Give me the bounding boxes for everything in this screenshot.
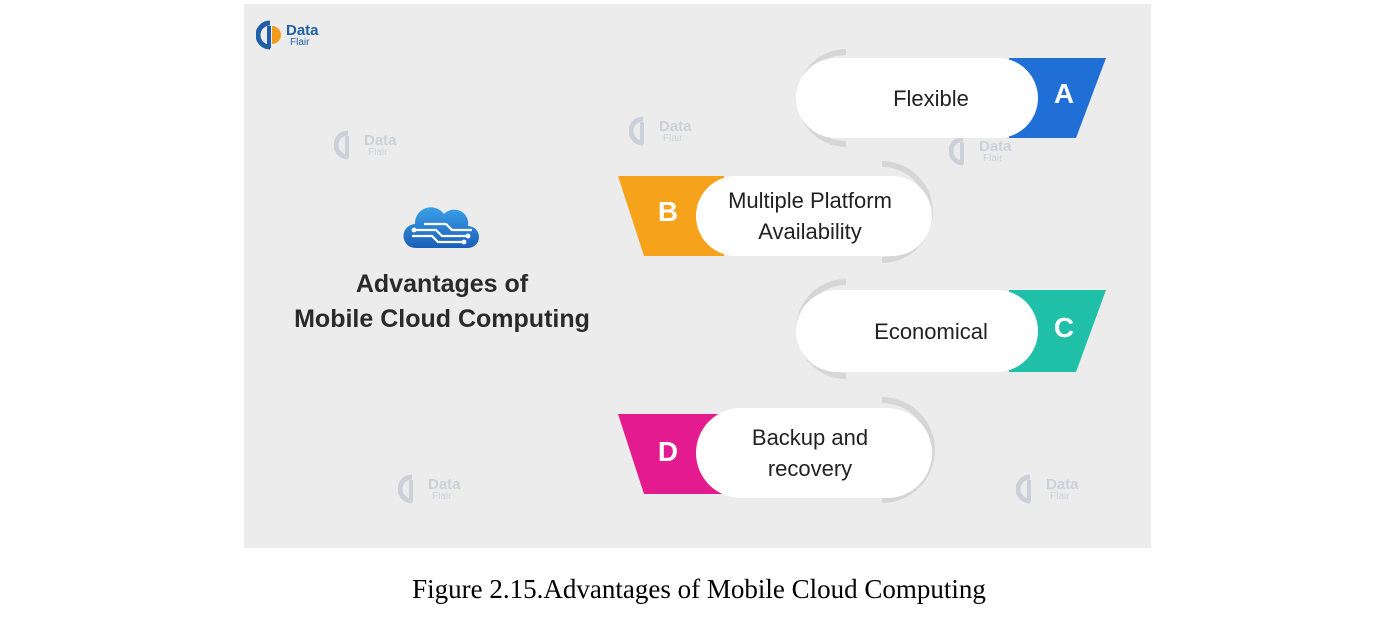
diagram-title: Advantages of Mobile Cloud Computing — [262, 267, 622, 337]
watermark-logo-mark — [628, 116, 657, 146]
diagram-title-line-1: Advantages of — [355, 270, 529, 298]
watermark-logo-mark — [333, 130, 362, 160]
dataflair-logo-mark — [255, 20, 284, 50]
tab-d-shape — [618, 414, 724, 494]
advantage-item-d: D Backup and recovery — [614, 394, 944, 510]
tab-d-letter: D — [657, 436, 679, 467]
tab-c-letter: C — [1053, 312, 1075, 343]
watermark-logo-mark — [1015, 474, 1044, 504]
advantage-item-b: B Multiple Platform Availability — [614, 156, 944, 268]
tab-c-shape — [1009, 290, 1106, 372]
dataflair-logo: Data Flair — [255, 20, 319, 50]
watermark-logo-mark — [948, 136, 977, 166]
tab-a-shape — [1009, 58, 1106, 138]
watermark-word-data: Data — [428, 475, 461, 493]
advantage-item-b-shape — [618, 161, 933, 263]
watermark-word-data: Data — [364, 131, 397, 149]
watermark-word-flair: Flair — [368, 146, 388, 158]
watermark-word-data: Data — [659, 117, 692, 135]
watermark-word-data: Data — [1046, 475, 1079, 493]
figure-caption: Figure 2.15.Advantages of Mobile Cloud C… — [412, 574, 986, 604]
logo-word-data: Data — [286, 21, 319, 39]
advantage-item-d-shape — [618, 397, 935, 503]
advantage-d-line-2: recovery — [767, 456, 853, 481]
advantage-d-label: Backup and recovery — [710, 408, 910, 498]
tab-b-shape — [618, 176, 724, 256]
advantage-b-label: Multiple Platform Availability — [710, 176, 910, 256]
advantage-c-label: Economical — [836, 290, 1026, 372]
watermark-word-flair: Flair — [1050, 490, 1070, 502]
advantage-a-line-1: Flexible — [893, 85, 969, 111]
watermark-word-flair: Flair — [432, 490, 452, 502]
watermark-logo-mark — [397, 474, 426, 504]
watermark-word-flair: Flair — [663, 132, 683, 144]
logo-word-flair: Flair — [290, 36, 310, 48]
diagram-title-line-2: Mobile Cloud Computing — [294, 305, 590, 333]
advantage-c-line-1: Economical — [874, 318, 988, 344]
advantage-b-line-2: Availability — [758, 219, 862, 244]
advantage-item-a: Flexible A — [784, 42, 1114, 152]
advantage-item-c-shape — [796, 279, 1106, 379]
tab-b-letter: B — [657, 196, 679, 227]
advantage-item-c: Economical C — [784, 272, 1114, 384]
advantage-a-label: Flexible — [836, 58, 1026, 138]
advantage-item-a-shape — [796, 49, 1106, 147]
advantage-d-line-1: Backup and — [751, 425, 869, 450]
cloud-circuit-icon — [403, 207, 479, 249]
watermark-word-data: Data — [979, 137, 1012, 155]
advantage-b-line-1: Multiple Platform — [728, 188, 892, 213]
tab-a-letter: A — [1053, 78, 1075, 109]
watermark-word-flair: Flair — [983, 152, 1003, 164]
